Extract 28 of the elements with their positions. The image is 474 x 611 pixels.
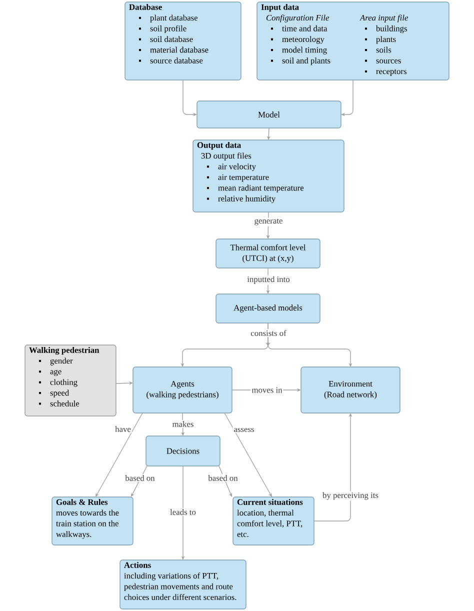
process-box: Thermal comfort level (UTCI) at (x,y) xyxy=(216,238,320,268)
process-box: Database plant database soil profile soil database material database source database xyxy=(124,2,242,80)
edge-label: makes xyxy=(171,420,195,428)
edge-label: leads to xyxy=(169,508,197,516)
edge-label: based on xyxy=(124,474,156,482)
arrow xyxy=(96,412,143,497)
edge-label: generate xyxy=(253,218,284,226)
arrow xyxy=(218,466,232,497)
process-box: Output data 3D output files air velocity air temperature mean radiant temperature relative humidity xyxy=(192,140,344,212)
edge-label: inputted into xyxy=(246,275,291,285)
arrow xyxy=(131,466,148,497)
process-box: Current situations location, thermal comfort level, PTT, etc. xyxy=(232,496,314,546)
process-box: Agents (walking pedestrians) xyxy=(132,366,232,414)
process-box: Actions including variations of PTT, pedestrian movements and route choices under different scenarios. xyxy=(120,560,246,610)
process-box: Decisions xyxy=(146,436,220,466)
process-box: Goals & Rules moves towards the train station on the walkways. xyxy=(52,496,134,546)
process-box: Agent-based models xyxy=(216,294,320,324)
process-box: Environment (Road network) xyxy=(300,366,400,414)
edge-label: based on xyxy=(207,474,239,482)
process-box: Model xyxy=(196,100,342,128)
edge-label: have xyxy=(114,425,132,433)
arrow xyxy=(224,412,272,497)
attribute-box: Walking pedestrian gender age clothing speed schedule xyxy=(24,344,116,416)
edge-label: consists of xyxy=(250,329,288,337)
edge-label: by perceiving its xyxy=(322,491,380,501)
edge-label: assess xyxy=(232,426,256,434)
process-box: Input data Configuration File time and data meteorology model timing soil and plants Area input file buildings plants soils sources receptors xyxy=(256,2,450,80)
edge-label: moves in xyxy=(250,386,284,394)
